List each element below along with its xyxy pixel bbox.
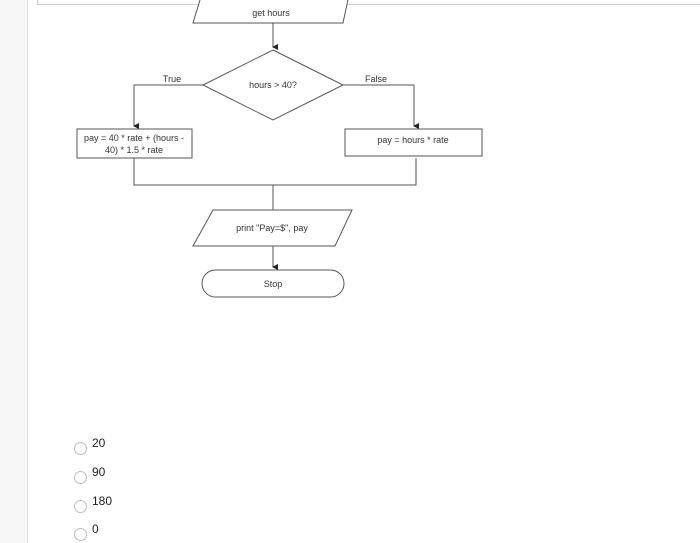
output-label: print "Pay=$", pay [236, 223, 308, 233]
image-frame [37, 0, 700, 5]
stop-label: Stop [264, 279, 283, 289]
false-process-box [344, 128, 483, 157]
true-branch-line [133, 84, 203, 129]
merge-line [133, 158, 417, 186]
option-label: 20 [92, 436, 106, 450]
output-shape [192, 209, 353, 247]
option-20[interactable]: 20 [74, 436, 105, 455]
radio-button[interactable] [74, 442, 87, 455]
false-label: False [365, 74, 387, 84]
stop-terminator [201, 269, 345, 298]
radio-button[interactable] [74, 500, 87, 513]
false-process-label: pay = hours * rate [377, 135, 448, 145]
option-90[interactable]: 90 [74, 465, 105, 484]
flowchart: get hours hours > 40? True False pay = 4… [76, 0, 483, 298]
decision-diamond [201, 49, 345, 121]
decision-label: hours > 40? [249, 80, 297, 90]
input-shape [192, 0, 349, 24]
option-0[interactable]: 0 [74, 522, 99, 541]
option-label: 0 [92, 522, 99, 536]
false-branch-line [343, 84, 419, 129]
true-process-line2: 40) * 1.5 * rate [105, 145, 163, 155]
option-label: 90 [92, 465, 106, 479]
option-label: 180 [92, 494, 113, 508]
true-process-line1: pay = 40 * rate + (hours - [84, 133, 184, 143]
radio-button[interactable] [74, 471, 87, 484]
input-label: get hours [252, 8, 290, 18]
true-label: True [163, 74, 181, 84]
left-gutter [0, 0, 28, 543]
radio-button[interactable] [74, 528, 87, 541]
option-180[interactable]: 180 [74, 494, 112, 513]
